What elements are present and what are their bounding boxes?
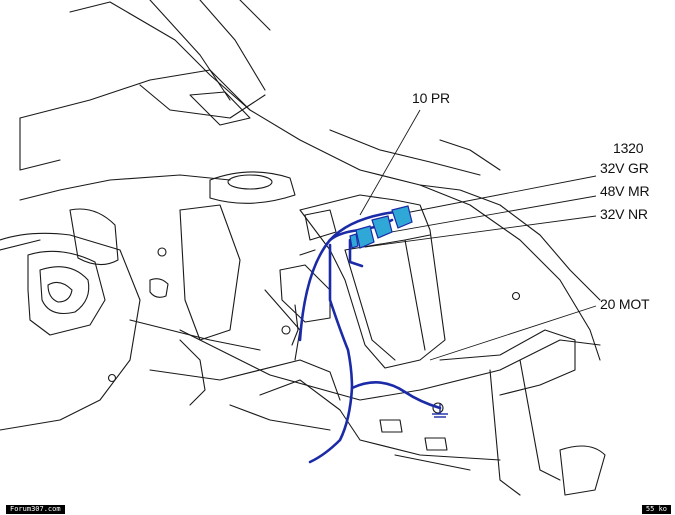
fuse-connectors xyxy=(349,205,413,249)
label-32v-nr: 32V NR xyxy=(600,206,648,222)
connector-32v-gr xyxy=(371,215,393,239)
label-1320: 1320 xyxy=(613,140,644,156)
label-10-pr: 10 PR xyxy=(412,90,450,106)
connector-48v-mr xyxy=(355,225,375,249)
connector-32v-nr xyxy=(349,233,359,249)
ground-point-icon xyxy=(432,404,448,418)
body-structure xyxy=(0,0,606,496)
image-footer-bar: Forum307.com 55 ko xyxy=(0,504,675,515)
wiring-harness xyxy=(298,210,442,464)
site-watermark: Forum307.com xyxy=(6,505,65,514)
callout-leader-lines xyxy=(359,109,597,361)
label-48v-mr: 48V MR xyxy=(600,183,650,199)
connector-1320 xyxy=(391,205,413,229)
label-20-mot: 20 MOT xyxy=(600,296,650,312)
file-size-badge: 55 ko xyxy=(641,505,671,514)
label-32v-gr: 32V GR xyxy=(600,160,649,176)
